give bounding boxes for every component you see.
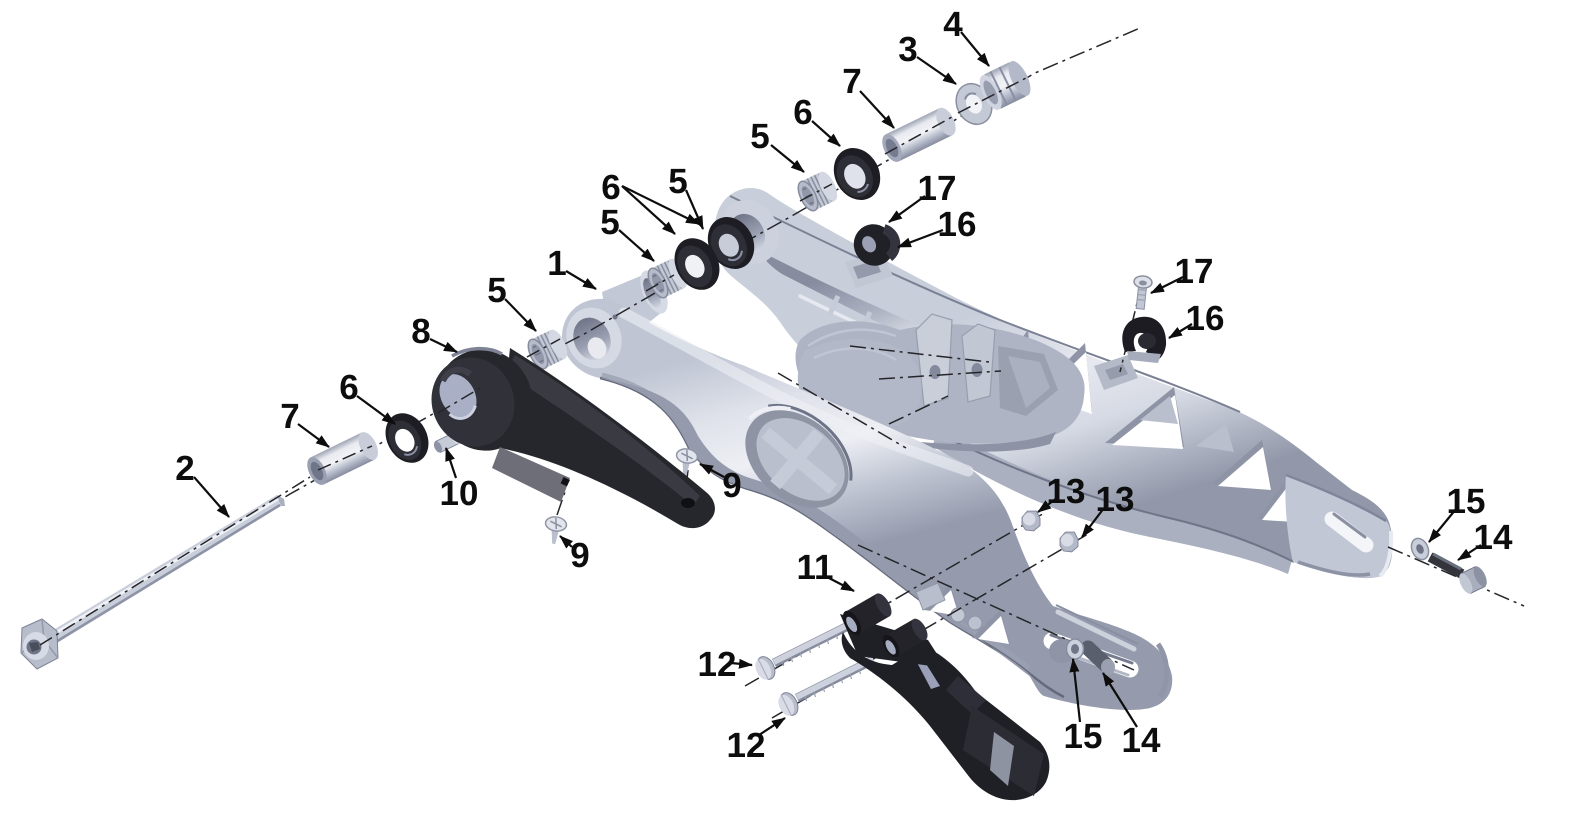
svg-text:8: 8 bbox=[411, 312, 430, 351]
svg-text:12: 12 bbox=[698, 645, 737, 684]
svg-text:16: 16 bbox=[938, 205, 977, 244]
svg-text:17: 17 bbox=[1175, 252, 1214, 291]
svg-text:5: 5 bbox=[600, 203, 619, 242]
svg-text:5: 5 bbox=[750, 117, 769, 156]
svg-text:13: 13 bbox=[1047, 472, 1086, 511]
svg-text:10: 10 bbox=[440, 474, 479, 513]
svg-text:14: 14 bbox=[1474, 518, 1513, 557]
svg-text:4: 4 bbox=[943, 5, 963, 44]
svg-text:6: 6 bbox=[339, 368, 358, 407]
svg-text:2: 2 bbox=[175, 449, 194, 488]
svg-text:7: 7 bbox=[280, 397, 299, 436]
svg-text:14: 14 bbox=[1122, 721, 1161, 760]
svg-text:9: 9 bbox=[570, 536, 589, 575]
svg-text:15: 15 bbox=[1064, 717, 1103, 756]
svg-text:17: 17 bbox=[918, 169, 957, 208]
svg-text:11: 11 bbox=[797, 548, 834, 587]
svg-text:6: 6 bbox=[793, 93, 812, 132]
svg-text:5: 5 bbox=[487, 271, 506, 310]
svg-text:7: 7 bbox=[842, 62, 861, 101]
svg-text:5: 5 bbox=[668, 162, 687, 201]
svg-text:3: 3 bbox=[898, 30, 917, 69]
svg-text:16: 16 bbox=[1186, 299, 1225, 338]
svg-text:13: 13 bbox=[1096, 480, 1135, 519]
svg-text:1: 1 bbox=[547, 244, 566, 283]
svg-text:6: 6 bbox=[601, 168, 620, 207]
svg-text:15: 15 bbox=[1447, 482, 1486, 521]
svg-text:12: 12 bbox=[727, 726, 766, 765]
svg-text:9: 9 bbox=[722, 466, 741, 505]
